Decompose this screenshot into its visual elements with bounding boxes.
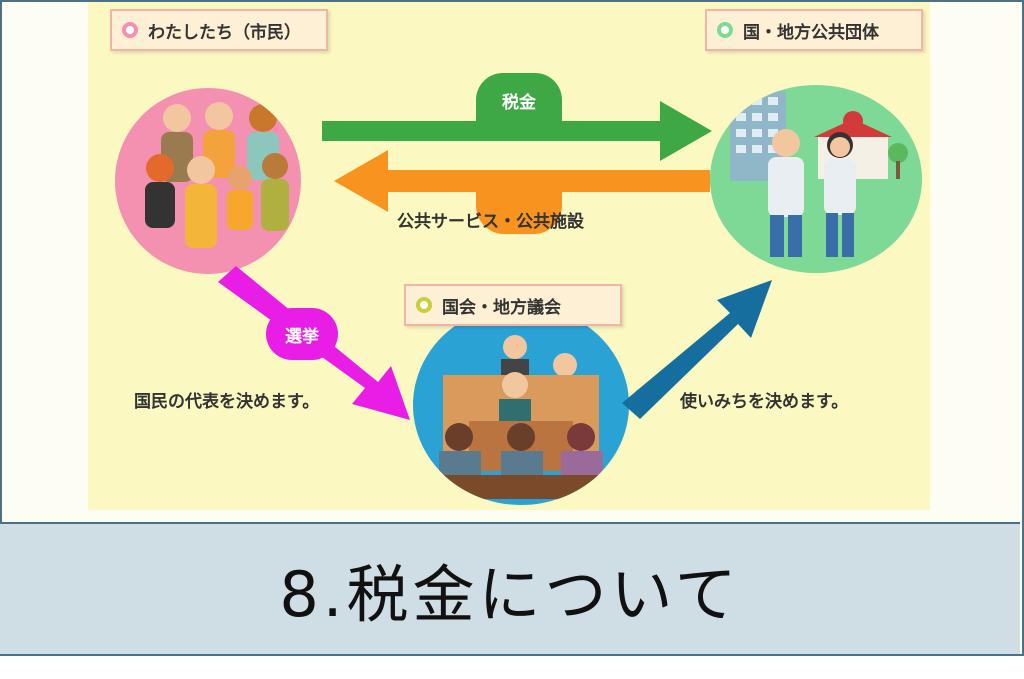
tax-label: 税金 bbox=[502, 92, 536, 113]
citizens-circle bbox=[115, 88, 301, 274]
government-tag-label: 国・地方公共団体 bbox=[743, 22, 879, 43]
assembly-dot-icon bbox=[416, 297, 432, 313]
title-bar: 8.税金について bbox=[0, 522, 1020, 654]
election-pill: 選挙 bbox=[266, 308, 338, 360]
government-tag: 国・地方公共団体 bbox=[705, 9, 923, 51]
government-dot-icon bbox=[717, 22, 733, 38]
election-label: 選挙 bbox=[285, 326, 319, 347]
services-pill bbox=[476, 178, 562, 234]
citizens-illustration bbox=[145, 102, 289, 248]
assembly-tag: 国会・地方議会 bbox=[404, 284, 622, 326]
slide-title: 8.税金について bbox=[279, 558, 741, 631]
assembly-tag-label: 国会・地方議会 bbox=[442, 297, 561, 318]
citizens-tag-label: わたしたち（市民） bbox=[148, 22, 301, 43]
government-circle bbox=[710, 85, 922, 273]
citizens-dot-icon bbox=[122, 22, 138, 38]
decide-usage-text: 使いみちを決めます。 bbox=[680, 392, 849, 412]
tax-pill: 税金 bbox=[476, 73, 562, 127]
choose-representatives-text: 国民の代表を決めます。 bbox=[134, 392, 320, 412]
government-illustration bbox=[730, 91, 908, 257]
usage-arrow bbox=[622, 280, 772, 419]
tax-arrow bbox=[322, 101, 712, 161]
services-label: 公共サービス・公共施設 bbox=[397, 212, 584, 232]
citizens-tag: わたしたち（市民） bbox=[110, 9, 328, 51]
